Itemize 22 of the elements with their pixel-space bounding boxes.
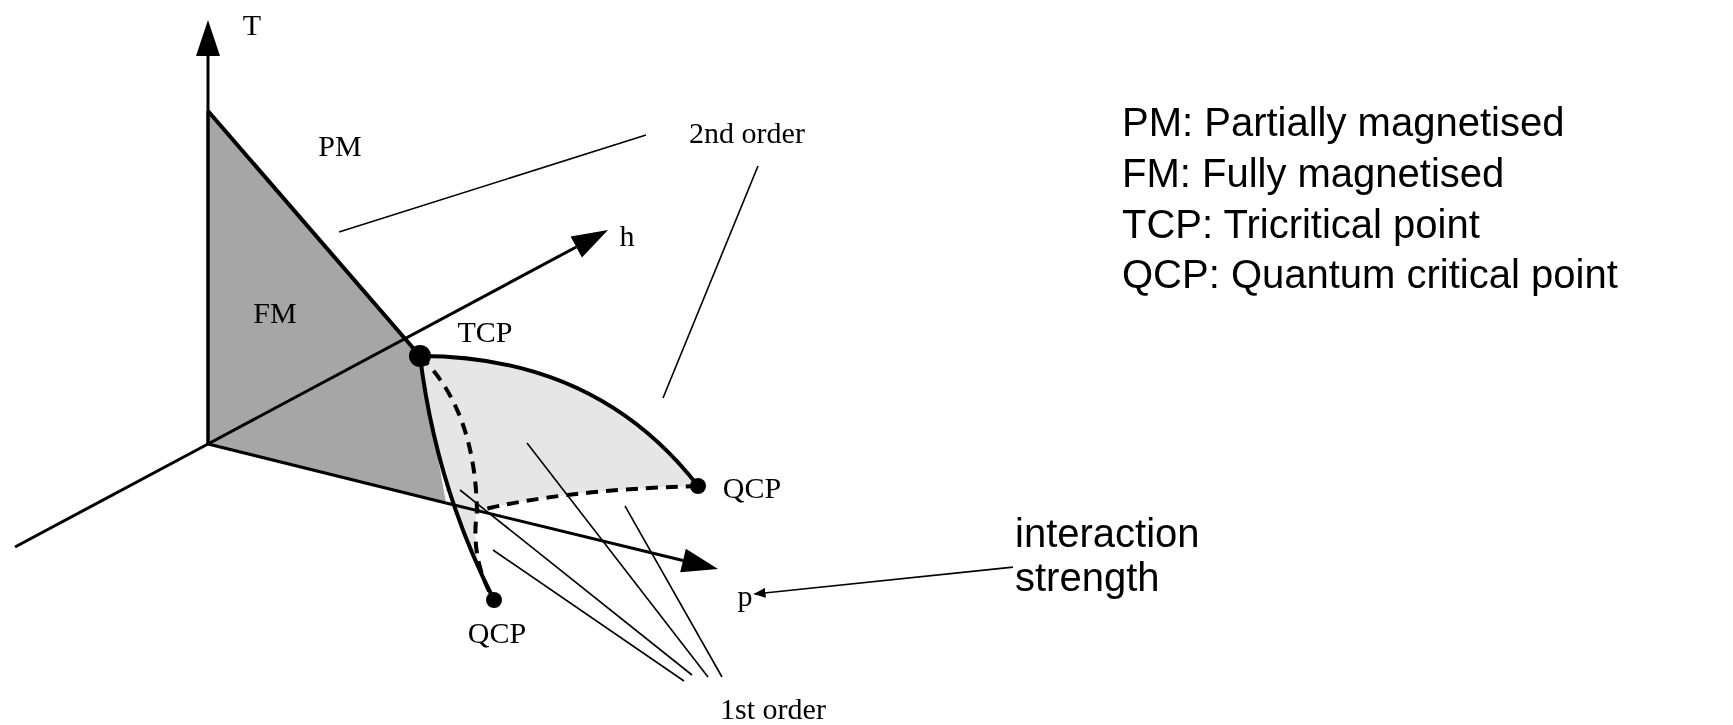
callout-text: interaction strength <box>1015 511 1245 599</box>
callout-text: p <box>737 578 753 612</box>
leader-line <box>662 165 759 399</box>
leader-line <box>338 134 647 233</box>
note-text: TCP: Tricritical point <box>1122 202 1480 246</box>
axis-label: T <box>242 7 262 41</box>
arrow <box>753 566 1014 598</box>
point-label: QCP <box>467 615 527 649</box>
note-text: PM: Partially magnetised <box>1122 100 1565 144</box>
region-label: PM <box>318 128 362 162</box>
point-label: TCP <box>457 314 513 348</box>
point-label: QCP <box>722 470 782 504</box>
region-label: FM <box>253 295 297 329</box>
callout-text: 1st order <box>720 691 826 725</box>
axis-label: h <box>619 218 635 252</box>
note-text: QCP: Quantum critical point <box>1122 252 1618 296</box>
callout-text: 2nd order <box>689 115 805 149</box>
leader-line <box>526 442 709 678</box>
leader-line <box>624 505 723 678</box>
leader-line <box>492 549 685 682</box>
note-text: FM: Fully magnetised <box>1122 151 1505 195</box>
leader-line <box>459 489 693 676</box>
